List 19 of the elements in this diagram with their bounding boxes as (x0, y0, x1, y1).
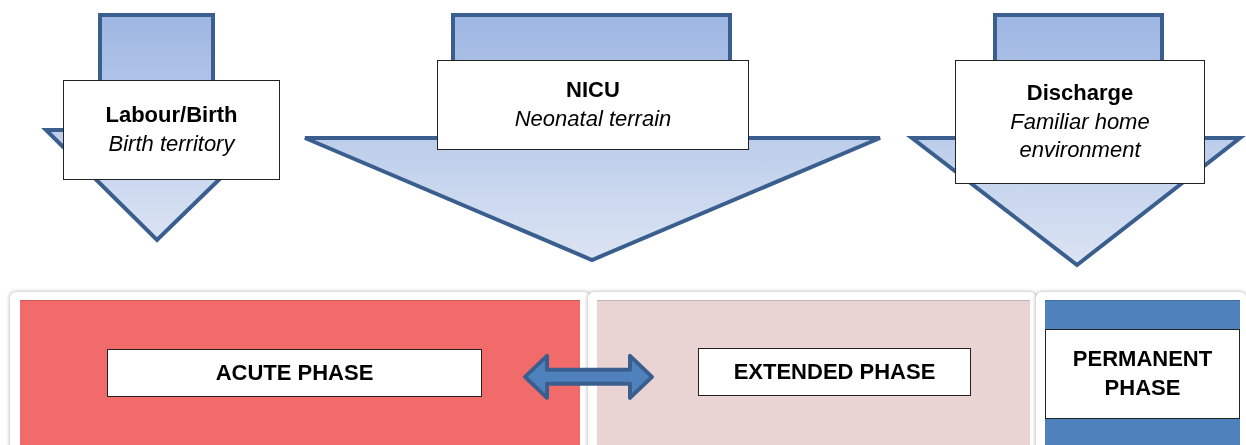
stage-label-box (437, 60, 749, 150)
label-subtitle: Familiar home environment (1009, 107, 1151, 165)
stage-label-box (63, 80, 280, 180)
label-heading: NICU (566, 76, 620, 105)
phase-label-box (698, 348, 971, 396)
phase-label-box (1045, 329, 1240, 419)
phase-panel (20, 300, 580, 445)
label-heading: PERMANENT PHASE (1071, 345, 1214, 402)
label-heading: EXTENDED PHASE (733, 357, 936, 386)
double-arrow (523, 353, 654, 400)
phase-panel (1045, 300, 1240, 445)
label-heading: Labour/Birth (105, 101, 238, 130)
label-subtitle: Birth territory (108, 130, 235, 158)
label-subtitle: Neonatal terrain (514, 105, 672, 133)
label-heading: ACUTE PHASE (215, 358, 374, 387)
stage-label-box (955, 60, 1205, 184)
phase-panel (597, 300, 1030, 445)
label-heading: Discharge (1026, 79, 1134, 108)
phase-label-box (107, 349, 482, 397)
